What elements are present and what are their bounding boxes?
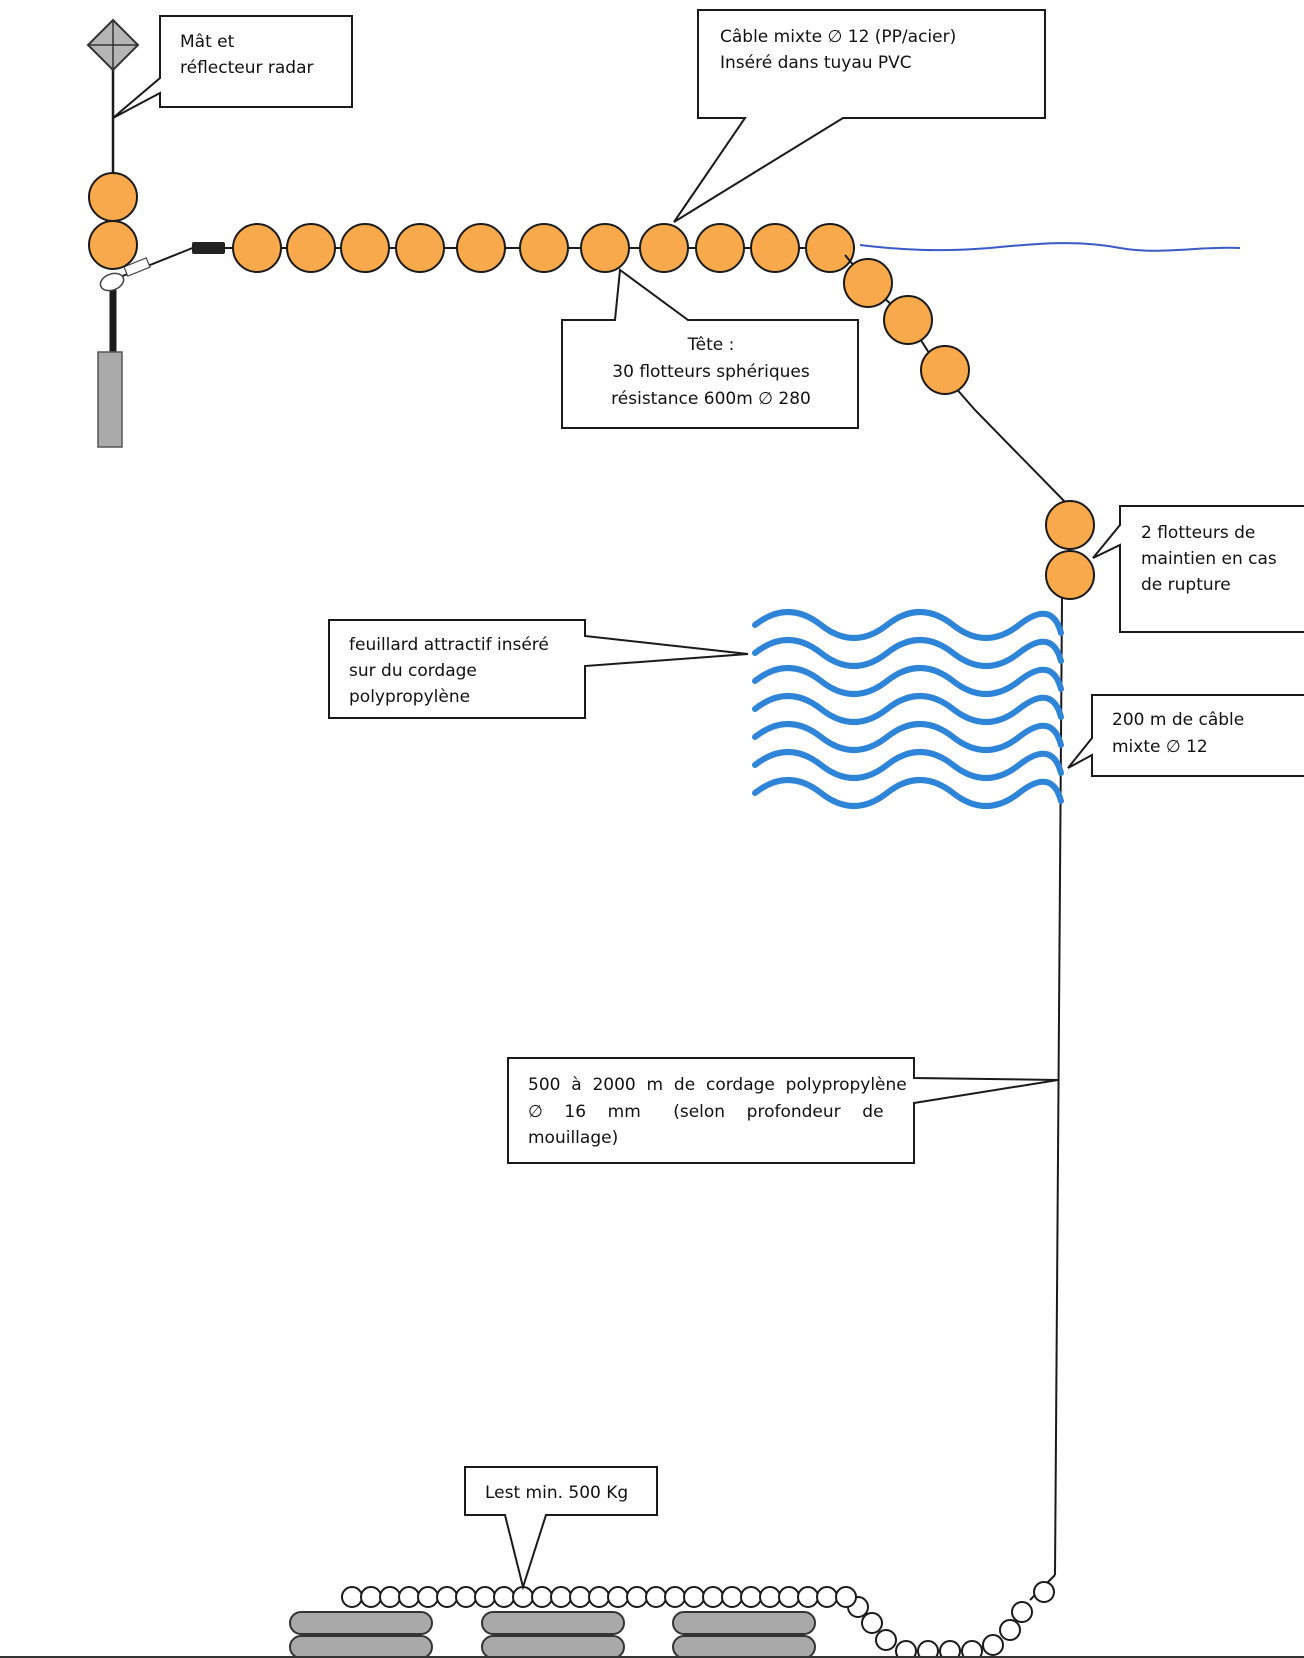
callout-rope-line-1: 500 à 2000 m de cordage polypropylène [528,1075,907,1095]
callout-cable: Câble mixte ∅ 12 (PP/acier) Inséré dans … [673,9,1046,223]
diamond-icon [86,18,140,72]
head-float [395,223,445,273]
callout-mast-line-1: Mât et [180,32,235,52]
ballast-chain [341,1586,857,1608]
mast-float [88,172,138,222]
head-float [519,223,569,273]
callout-ballast-line-1: Lest min. 500 Kg [485,1483,628,1503]
callout-mixed-cable-line-1: 200 m de câble [1112,710,1244,730]
head-float [805,223,855,273]
head-float [639,223,689,273]
head-float [340,223,390,273]
backup-float [1045,550,1095,600]
callout-head: Tête : 30 flotteurs sphériques résistanc… [561,268,859,429]
callout-backup-floats-line-3: de rupture [1141,575,1231,595]
ballast-block [481,1611,625,1635]
mast-float [88,220,138,270]
head-float [920,345,970,395]
ballast-block [672,1635,816,1658]
callout-mixed-cable-line-2: mixte ∅ 12 [1112,737,1208,757]
callout-cable-line-2: Inséré dans tuyau PVC [720,53,912,73]
wave-strip [752,721,1064,753]
callout-attractive-strip-line-1: feuillard attractif inséré [349,635,549,655]
bottom-chain [847,1574,1056,1658]
callout-mast-line-2: réflecteur radar [180,58,314,78]
shackle-icon [99,242,225,292]
callout-head-line-2: 30 flotteurs sphériques [612,362,810,382]
callout-attractive-strip-line-3: polypropylène [349,687,470,707]
head-float [232,223,282,273]
wave-strip [752,665,1064,697]
callout-attractive-strip: feuillard attractif inséré sur du cordag… [328,619,749,719]
radar-reflector-mast [86,18,140,175]
head-float [456,223,506,273]
ballast-block [672,1611,816,1635]
vertical-pole [97,285,123,448]
ballast-block [289,1635,433,1658]
callout-rope-line-3: mouillage) [528,1128,618,1148]
ballast-block [289,1611,433,1635]
head-float [580,223,630,273]
head-float [883,295,933,345]
callout-ballast: Lest min. 500 Kg [464,1466,658,1591]
head-float [286,223,336,273]
callout-rope: 500 à 2000 m de cordage polypropylène ∅ … [507,1057,1059,1164]
callout-rope-line-2: ∅ 16 mm (selon profondeur de [528,1102,884,1122]
backup-float [1045,500,1095,550]
water-surface-line [859,242,1241,252]
wave-strip [752,693,1064,725]
callout-attractive-strip-line-2: sur du cordage [349,661,477,681]
callout-backup-floats-line-1: 2 flotteurs de [1141,523,1255,543]
wave-strip [752,637,1064,669]
callout-head-line-1: Tête : [687,335,735,355]
callout-backup-floats: 2 flotteurs de maintien en cas de ruptur… [1092,505,1304,633]
main-rope [1054,597,1063,1576]
ballast-block [481,1635,625,1658]
head-float [695,223,745,273]
callout-backup-floats-line-2: maintien en cas [1141,549,1277,569]
wave-strip [752,749,1064,781]
callout-head-line-3: résistance 600m ∅ 280 [611,389,811,409]
wave-strip [752,609,1064,641]
head-float-line [225,223,855,273]
head-float [750,223,800,273]
descending-float-line [843,254,1069,506]
ballast-weights [289,1611,816,1658]
attractive-strips [752,609,1064,809]
callout-mast: Mât et réflecteur radar [112,15,353,119]
callout-cable-line-1: Câble mixte ∅ 12 (PP/acier) [720,27,956,47]
head-float [843,258,893,308]
callout-mixed-cable: 200 m de câble mixte ∅ 12 [1067,694,1304,777]
wave-strip [752,777,1064,809]
